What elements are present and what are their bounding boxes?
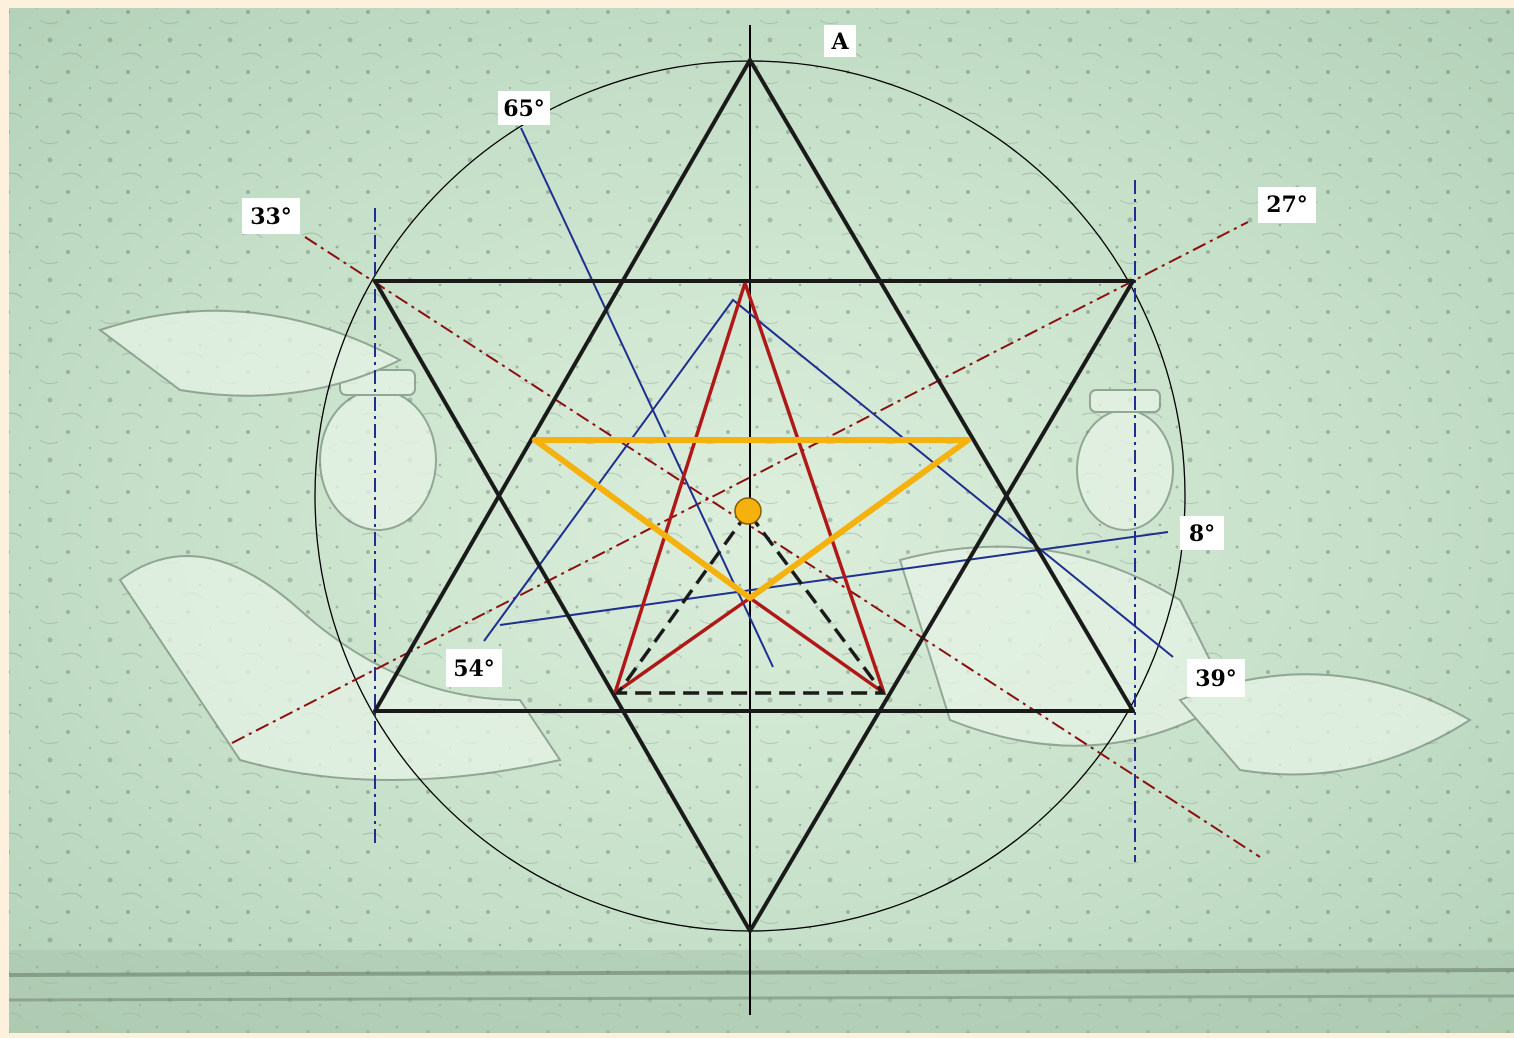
label-65: 65° (498, 91, 550, 125)
label-54-text: 54° (453, 656, 495, 682)
label-33: 33° (242, 198, 300, 234)
red-dashdot-33 (304, 236, 1261, 858)
label-54: 54° (446, 649, 502, 687)
relief-shapes (97, 309, 1472, 781)
label-27-text: 27° (1266, 192, 1308, 218)
hexagram-up-triangle (373, 58, 1135, 713)
label-8: 8° (1180, 516, 1224, 550)
dashed-triangle (614, 509, 887, 695)
blue-line-65 (520, 127, 774, 668)
relief-base-band (9, 950, 1514, 1033)
label-39: 39° (1187, 659, 1245, 697)
label-65-text: 65° (503, 96, 545, 122)
red-dashdot-27 (231, 221, 1249, 744)
blue-line-8 (499, 531, 1169, 626)
blue-triangle-54-39 (483, 298, 1174, 658)
label-27: 27° (1258, 187, 1316, 223)
label-39-text: 39° (1195, 666, 1237, 692)
label-a-text: A (830, 29, 849, 55)
red-star (613, 282, 886, 695)
relief-texture (9, 8, 1514, 1033)
label-8-text: 8° (1189, 521, 1215, 547)
label-33-text: 33° (250, 204, 292, 230)
center-dot (734, 497, 762, 525)
orange-triangle (532, 437, 971, 601)
label-a: A (824, 25, 856, 57)
hexagram-down-triangle (373, 279, 1135, 933)
